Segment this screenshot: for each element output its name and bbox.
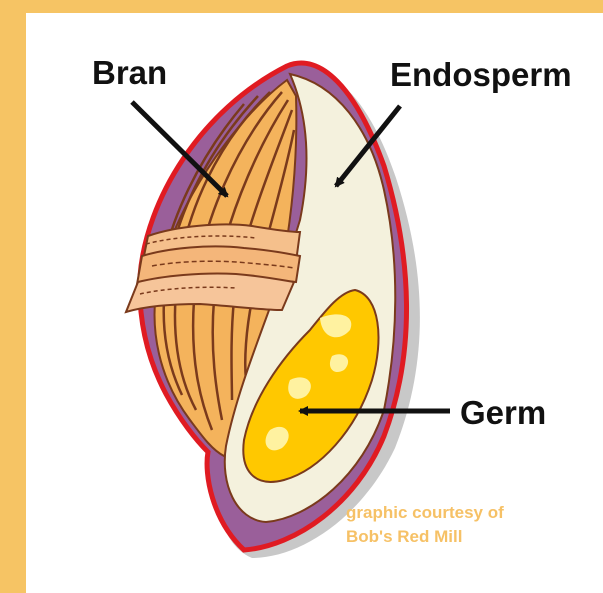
- credit-line-1: graphic courtesy of: [346, 503, 504, 522]
- germ-label: Germ: [460, 394, 546, 431]
- endosperm-label: Endosperm: [390, 56, 572, 93]
- bran-label: Bran: [92, 54, 167, 91]
- credit-line-2: Bob's Red Mill: [346, 527, 462, 546]
- peeled-bran-layers: [126, 224, 300, 312]
